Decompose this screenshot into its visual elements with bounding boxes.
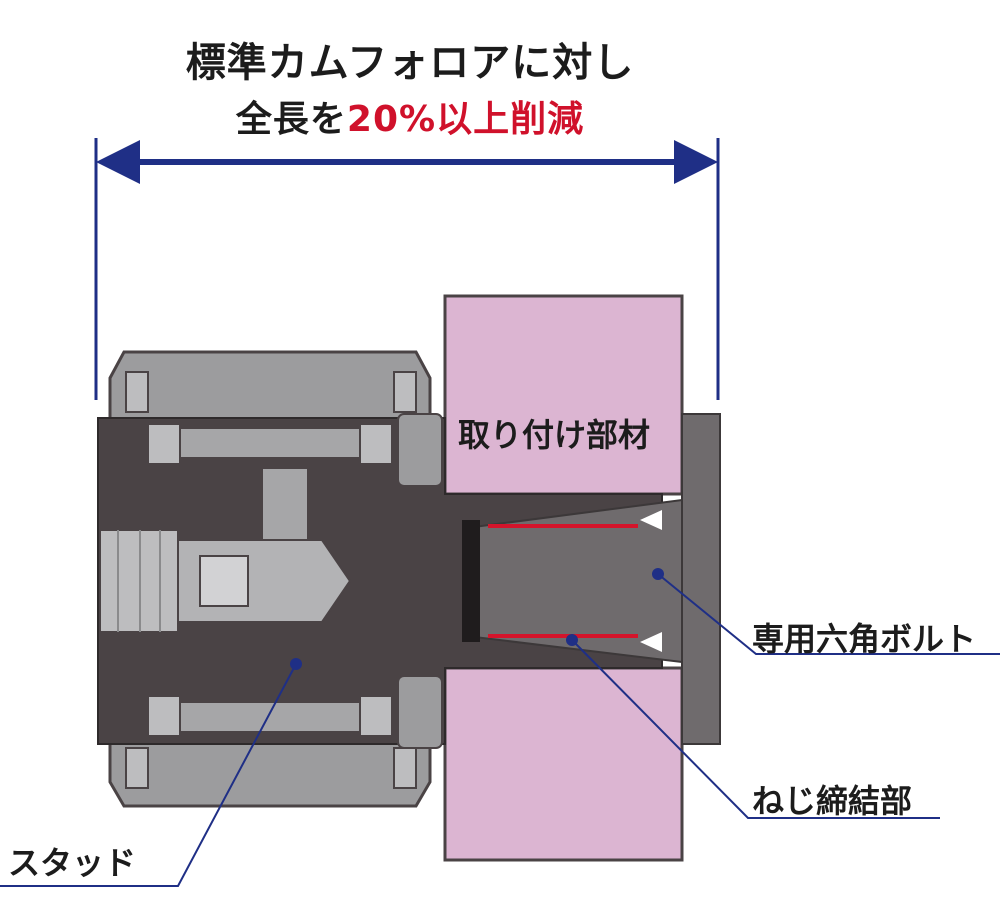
- stud-body: [97, 417, 663, 745]
- inner-race-top-right: [359, 423, 393, 465]
- dimension-arrow-right: [674, 140, 718, 184]
- needle-roller-bottom: [179, 701, 361, 733]
- headline-line-2-highlight: 20%以上削減: [346, 99, 585, 140]
- overall-length-dimension: [94, 138, 720, 400]
- label-stud: スタッド: [8, 844, 137, 882]
- hex-bolt-head: [681, 413, 721, 745]
- leader-stud-dot: [290, 658, 302, 670]
- headline-line-1: 標準カムフォロアに対し: [185, 40, 635, 86]
- outer-ring-top: [108, 350, 432, 422]
- inner-race-top-left: [147, 423, 181, 465]
- label-mounting-member: 取り付け部材: [458, 416, 651, 454]
- inner-race-bottom-right: [359, 695, 393, 737]
- mounting-member-lower: [443, 666, 684, 862]
- bolt-relief-upper: [640, 510, 662, 530]
- thrust-washer-top: [397, 413, 443, 487]
- side-seal-top-right: [393, 371, 417, 413]
- side-seal-bottom-right: [393, 747, 417, 789]
- headline-line-2: 全長を20%以上削減: [0, 90, 820, 142]
- side-seal-top-left: [125, 371, 149, 413]
- bolt-shank-inner: [480, 528, 640, 636]
- leader-thread-dot: [566, 634, 578, 646]
- leader-hex-bolt: [657, 573, 1000, 655]
- side-seal-bottom-left: [125, 747, 149, 789]
- label-thread-fastening: ねじ締結部: [752, 782, 913, 820]
- leader-stud: [0, 663, 297, 887]
- bolt-relief-lower: [640, 632, 662, 652]
- outer-ring-bottom: [108, 738, 432, 808]
- headline-line-2-prefix: 全長を: [235, 99, 347, 140]
- leader-hex-bolt-dot: [652, 568, 664, 580]
- grease-nipple-neck: [199, 555, 249, 607]
- label-hex-bolt: 専用六角ボルト: [752, 620, 977, 658]
- thrust-washer-bottom: [397, 675, 443, 749]
- lubrication-hole: [261, 467, 309, 543]
- mounting-member-upper: [443, 294, 684, 496]
- dimension-arrow-left: [96, 140, 140, 184]
- inner-race-bottom-left: [147, 695, 181, 737]
- leader-thread: [571, 639, 940, 819]
- needle-roller-top: [179, 427, 361, 459]
- bolt-bore: [462, 520, 480, 642]
